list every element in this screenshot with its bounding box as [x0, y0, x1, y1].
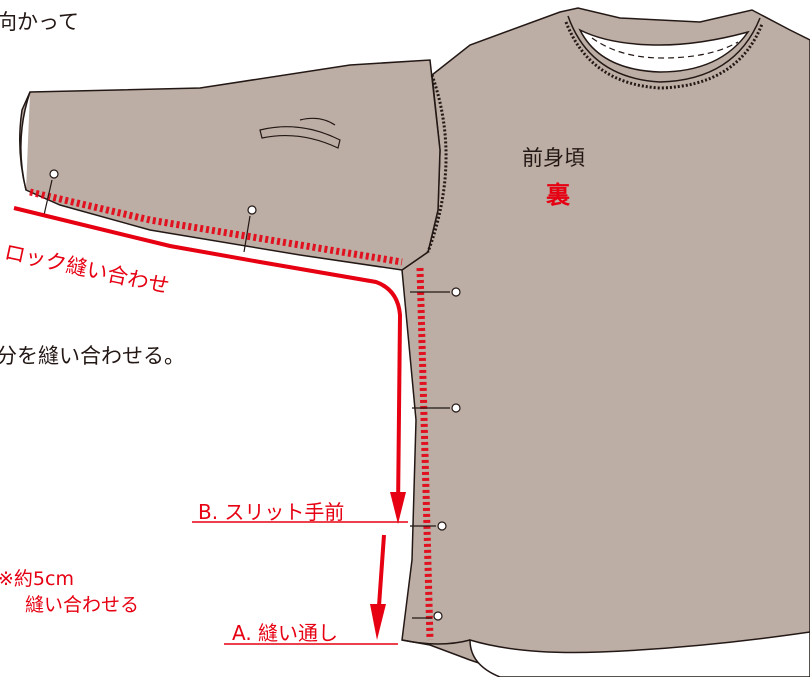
pin-side-2: [412, 403, 461, 413]
instruction-text-middle: 分を縫い合わせる。: [0, 344, 185, 368]
sew-through-label: A. 縫い通し: [232, 621, 339, 645]
collar-rib: [567, 15, 761, 83]
sleeve-fold: [259, 117, 341, 149]
collar-dashed-line: [591, 37, 739, 59]
arrow-head-through: [370, 604, 386, 640]
side-seam-overlock: [416, 267, 434, 641]
guide-line-lock-stitch: [13, 206, 403, 511]
collar-opening: [578, 28, 750, 73]
front-bodice-label: 前身頃: [522, 146, 585, 170]
instruction-text-top: 向かって: [0, 10, 79, 34]
approx-length-note: ※約5cm: [0, 568, 74, 590]
collar-stitch: [564, 21, 764, 90]
pin-side-3: [410, 521, 447, 531]
pin-sleeve-left: [43, 169, 59, 216]
underarm-overlock: [29, 188, 403, 266]
pin-side-1: [410, 287, 461, 297]
armhole-seam: [426, 74, 448, 253]
slit-point-label: B. スリット手前: [198, 500, 345, 524]
pin-sleeve-mid: [243, 205, 257, 253]
sew-together-note: 縫い合わせる: [25, 594, 140, 616]
sleeve: [19, 59, 441, 271]
arrow-head-slit: [390, 492, 406, 524]
pin-side-4: [412, 611, 443, 621]
hem-edge: [401, 639, 471, 645]
shirt-body: [401, 7, 810, 677]
sleeve-cuff: [20, 91, 31, 191]
hem-lining: [469, 631, 810, 677]
reverse-side-label: 裏: [546, 181, 570, 209]
